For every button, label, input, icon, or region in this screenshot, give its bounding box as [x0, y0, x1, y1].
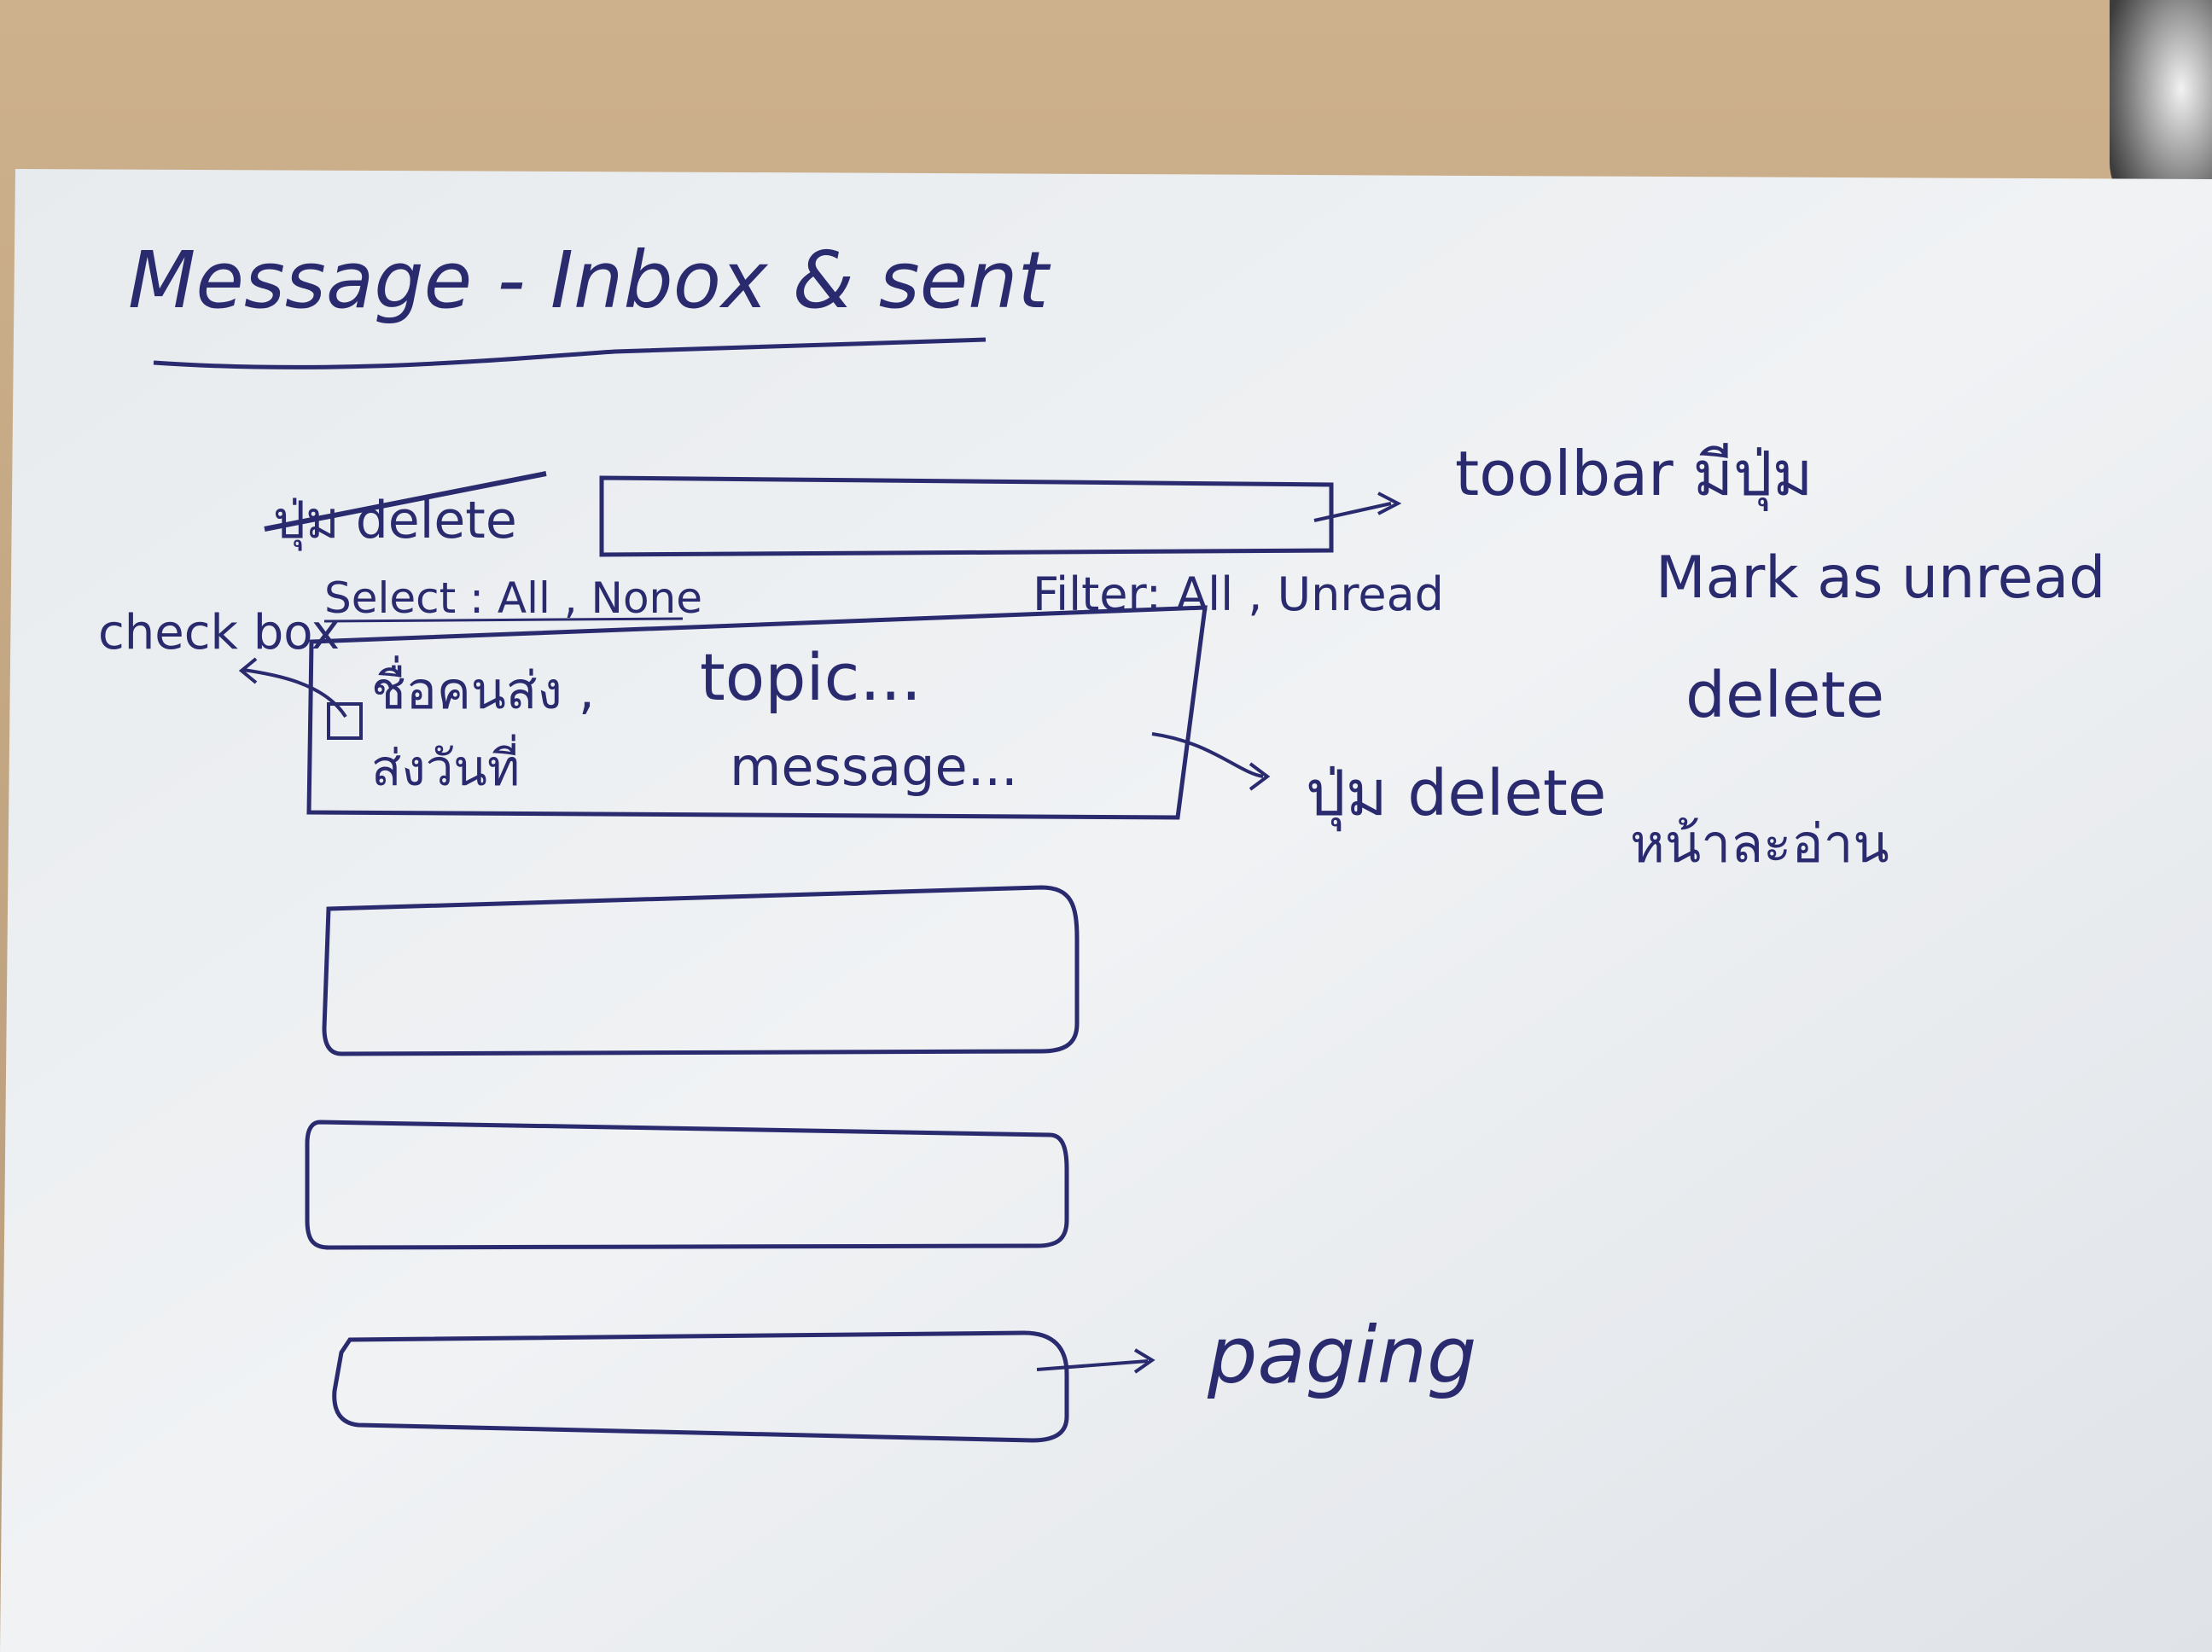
checkbox-arrow — [242, 668, 347, 718]
toolbar-note: toolbar มีปุ่ม — [1455, 438, 1813, 511]
toolbar-arrowhead — [1377, 492, 1402, 515]
message-row-2 — [322, 885, 1080, 1056]
checkbox-label: check box — [98, 605, 340, 660]
paging-box — [332, 1330, 1069, 1443]
toolbar-action-delete: delete — [1685, 659, 1884, 732]
row-delete-note: ปุ่ม delete — [1306, 757, 1606, 832]
row-topic: topic... — [700, 639, 922, 715]
row-date: ส่งวันที่ — [371, 734, 520, 797]
row-sender: ชื่อคนส่ง , — [371, 655, 595, 721]
row-message: message... — [730, 736, 1018, 798]
message-row-3 — [305, 1120, 1069, 1250]
row-checkbox[interactable] — [327, 702, 363, 740]
paper-sheet — [0, 169, 2212, 1652]
select-label: Select : All , None — [324, 573, 702, 623]
select-underline — [323, 617, 684, 623]
row-delete-arrow — [1151, 732, 1264, 778]
toolbar-action-per-page: หน้าละอ่าน — [1630, 812, 1889, 875]
toolbar-action-mark-unread: Mark as unread — [1656, 544, 2105, 612]
message-row-1 — [306, 605, 1208, 820]
toolbar-box — [599, 475, 1334, 557]
title-underline — [153, 337, 987, 369]
toolbar-arrow — [1313, 502, 1392, 522]
row-delete-arrowhead — [1249, 762, 1271, 791]
strike-line — [264, 471, 547, 532]
checkbox-arrowhead — [238, 657, 258, 684]
paging-arrowhead — [1133, 1348, 1155, 1374]
paging-arrow — [1036, 1359, 1149, 1371]
page-title: Message - Inbox & sent — [128, 235, 1051, 326]
paging-label: paging — [1207, 1310, 1476, 1401]
